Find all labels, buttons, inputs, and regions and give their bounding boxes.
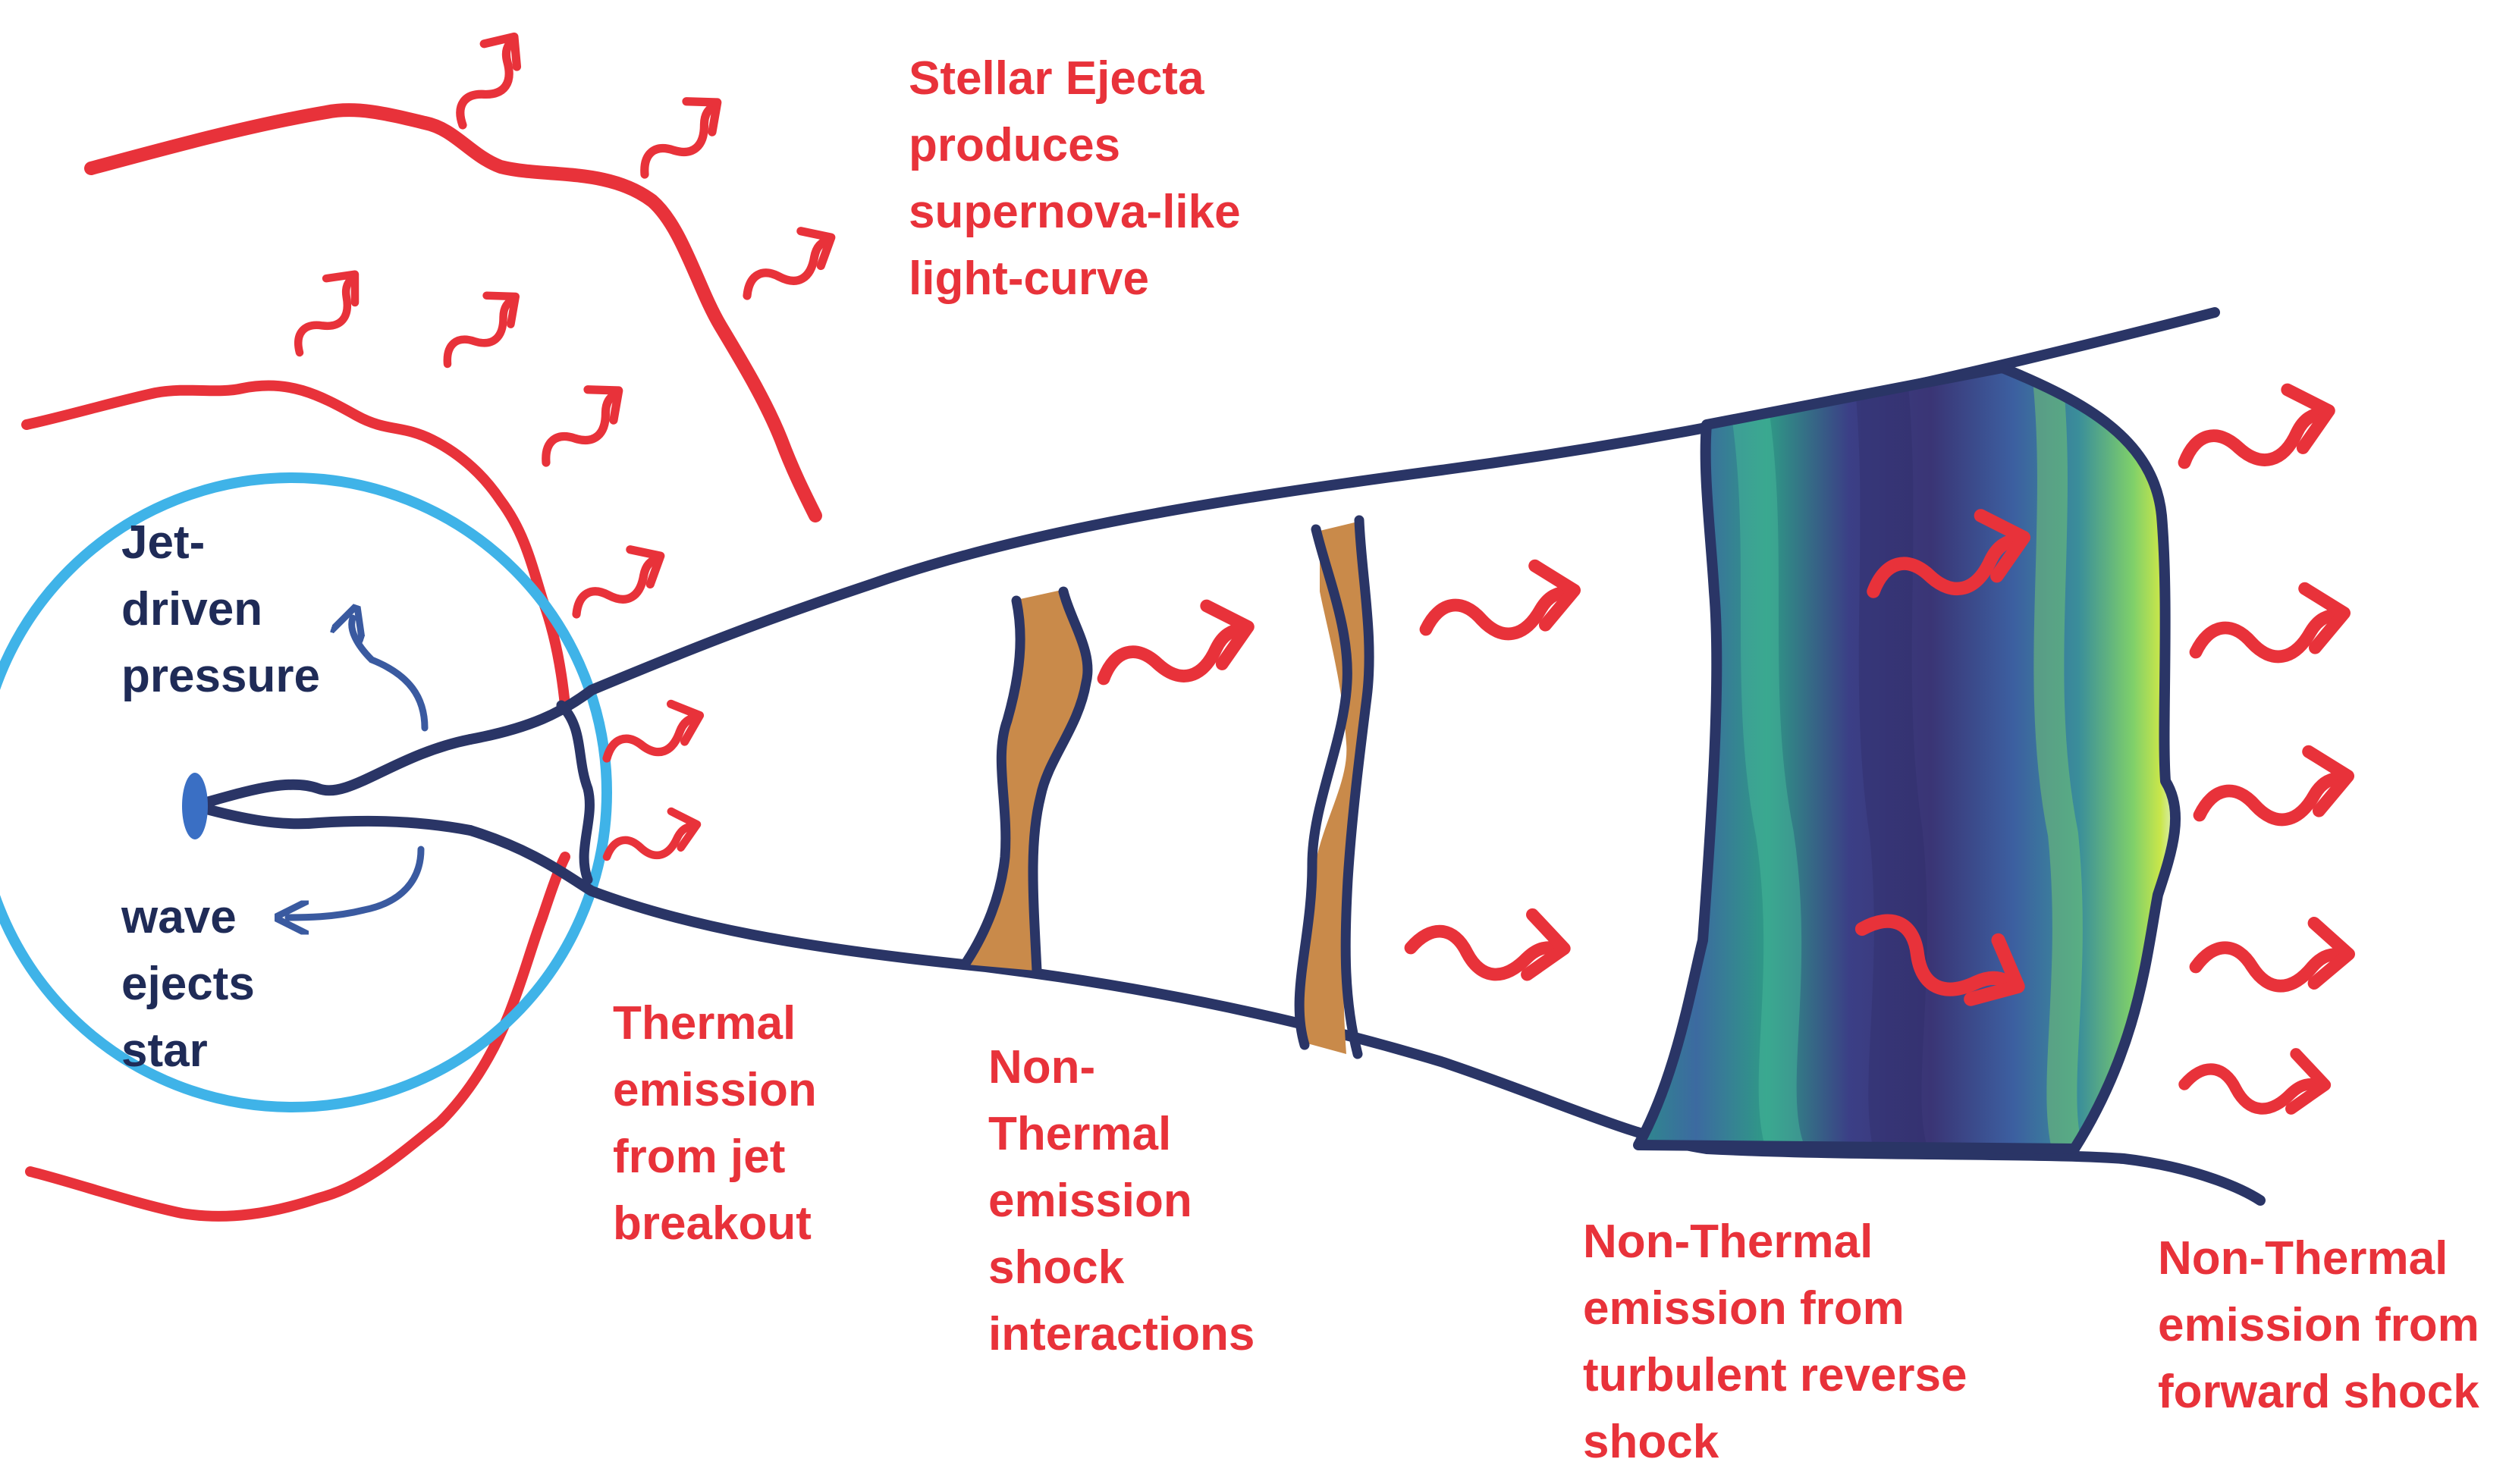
label-wave-ejects: wave ejects star — [121, 891, 255, 1077]
squiggle-arrow-head — [482, 291, 520, 328]
squiggle-arrow-icon — [1097, 599, 1255, 686]
label-stellar-ejecta: Stellar Ejecta produces supernova-like l… — [909, 52, 1241, 305]
squiggle-arrow-icon — [2189, 582, 2351, 664]
squiggle-arrow-head — [479, 32, 522, 71]
squiggle-arrow-icon — [2178, 383, 2335, 469]
inner-ejecta-shell — [21, 380, 570, 711]
squiggle-arrow-body — [602, 821, 697, 861]
shock-knot-1-right — [1028, 586, 1093, 976]
squiggle-arrow-body — [1097, 622, 1248, 686]
lower-ejecta-shell — [25, 852, 570, 1222]
inner-nozzle-upper — [196, 734, 476, 809]
squiggle-arrow-icon — [1854, 914, 2025, 1006]
cone-lower-wall — [465, 825, 2266, 1206]
squiggle-arrow-icon — [1867, 509, 2031, 598]
squiggle-arrow-head — [583, 385, 623, 425]
shock-knot-1-fill — [967, 590, 1087, 971]
squiggle-arrow-body — [640, 101, 718, 179]
squiggle-arrow-head — [682, 97, 722, 136]
squiggle-arrow-head — [2298, 582, 2351, 654]
squiggle-arrow-icon — [743, 227, 836, 300]
label-nonthermal-shock: Non- Thermal emission shock interactions — [988, 1041, 1255, 1360]
squiggle-arrow-head — [2285, 1048, 2332, 1115]
squiggle-arrow-body — [294, 274, 356, 357]
squiggle-arrow-head — [2307, 916, 2356, 990]
squiggle-arrow-body — [2178, 1063, 2325, 1115]
squiggle-arrow-icon — [542, 385, 623, 467]
squiggle-arrow-icon — [572, 545, 665, 619]
squiggle-arrow-body — [1867, 532, 2024, 598]
squiggle-arrow-head — [1964, 933, 2025, 1006]
squiggle-arrow-icon — [1419, 559, 1581, 641]
squiggle-arrow-body — [443, 295, 517, 369]
squiggle-arrow-head — [322, 270, 360, 307]
breakout-front — [556, 700, 595, 885]
squiggle-arrow-body — [743, 235, 831, 300]
squiggle-arrow-body — [2178, 406, 2329, 469]
squiggle-arrow-head — [796, 227, 836, 271]
squiggle-arrow-body — [1854, 914, 2018, 996]
squiggle-arrow-head — [1521, 908, 1571, 981]
squiggle-arrow-icon — [2193, 745, 2355, 827]
label-thermal-breakout: Thermal emission from jet breakout — [613, 997, 817, 1250]
squiggle-arrow-head — [1528, 559, 1581, 632]
squiggle-arrow-body — [602, 713, 700, 763]
squiggle-arrow-icon — [2189, 916, 2356, 993]
squiggle-arrow-head — [666, 699, 705, 746]
squiggle-arrow-head — [1200, 599, 1255, 670]
squiggle-arrow-body — [2189, 607, 2344, 664]
squiggle-arrow-icon — [1404, 908, 1571, 981]
squiggle-arrow-icon — [2178, 1048, 2332, 1115]
star-circle — [0, 472, 612, 1112]
label-jet-driven: Jet- driven pressure — [121, 516, 320, 702]
squiggle-arrow-body — [572, 554, 661, 619]
central-engine — [182, 773, 208, 839]
shock-knot-2-right — [1340, 515, 1374, 1059]
curved-arrow-icon-up — [352, 618, 429, 732]
squiggle-arrow-body — [2189, 941, 2348, 993]
label-nonthermal-forward: Non-Thermal emission from forward shock — [2158, 1232, 2479, 1418]
squiggle-arrows — [294, 32, 2356, 1115]
curved-arrow-icon-down — [288, 846, 425, 918]
turbulent-region-outline — [1633, 362, 2181, 1154]
squiggle-arrow-body — [2193, 770, 2347, 827]
squiggle-arrow-head — [626, 545, 665, 589]
squiggle-arrow-icon — [602, 699, 705, 763]
turbulent-region — [1638, 368, 2176, 1149]
inner-nozzle-lower — [196, 802, 476, 836]
shock-knot-1-left — [959, 595, 1025, 970]
squiggle-arrow-head — [2302, 745, 2355, 817]
outer-ejecta-shell — [84, 103, 822, 522]
shock-knot-2-left — [1294, 524, 1352, 1050]
squiggle-arrow-head — [2281, 383, 2335, 454]
squiggle-arrow-body — [456, 36, 516, 130]
squiggle-arrow-icon — [602, 807, 702, 861]
squiggle-arrow-icon — [443, 291, 520, 369]
squiggle-arrow-body — [1419, 585, 1574, 641]
squiggle-arrow-body — [542, 389, 620, 467]
squiggle-arrow-head — [1974, 509, 2031, 583]
squiggle-arrow-body — [1404, 924, 1564, 981]
squiggle-arrow-icon — [456, 32, 522, 130]
squiggle-arrow-head — [667, 807, 702, 852]
squiggle-arrow-icon — [640, 97, 722, 179]
squiggle-arrow-icon — [294, 270, 360, 357]
label-nonthermal-reverse: Non-Thermal emission from turbulent reve… — [1583, 1216, 1967, 1468]
